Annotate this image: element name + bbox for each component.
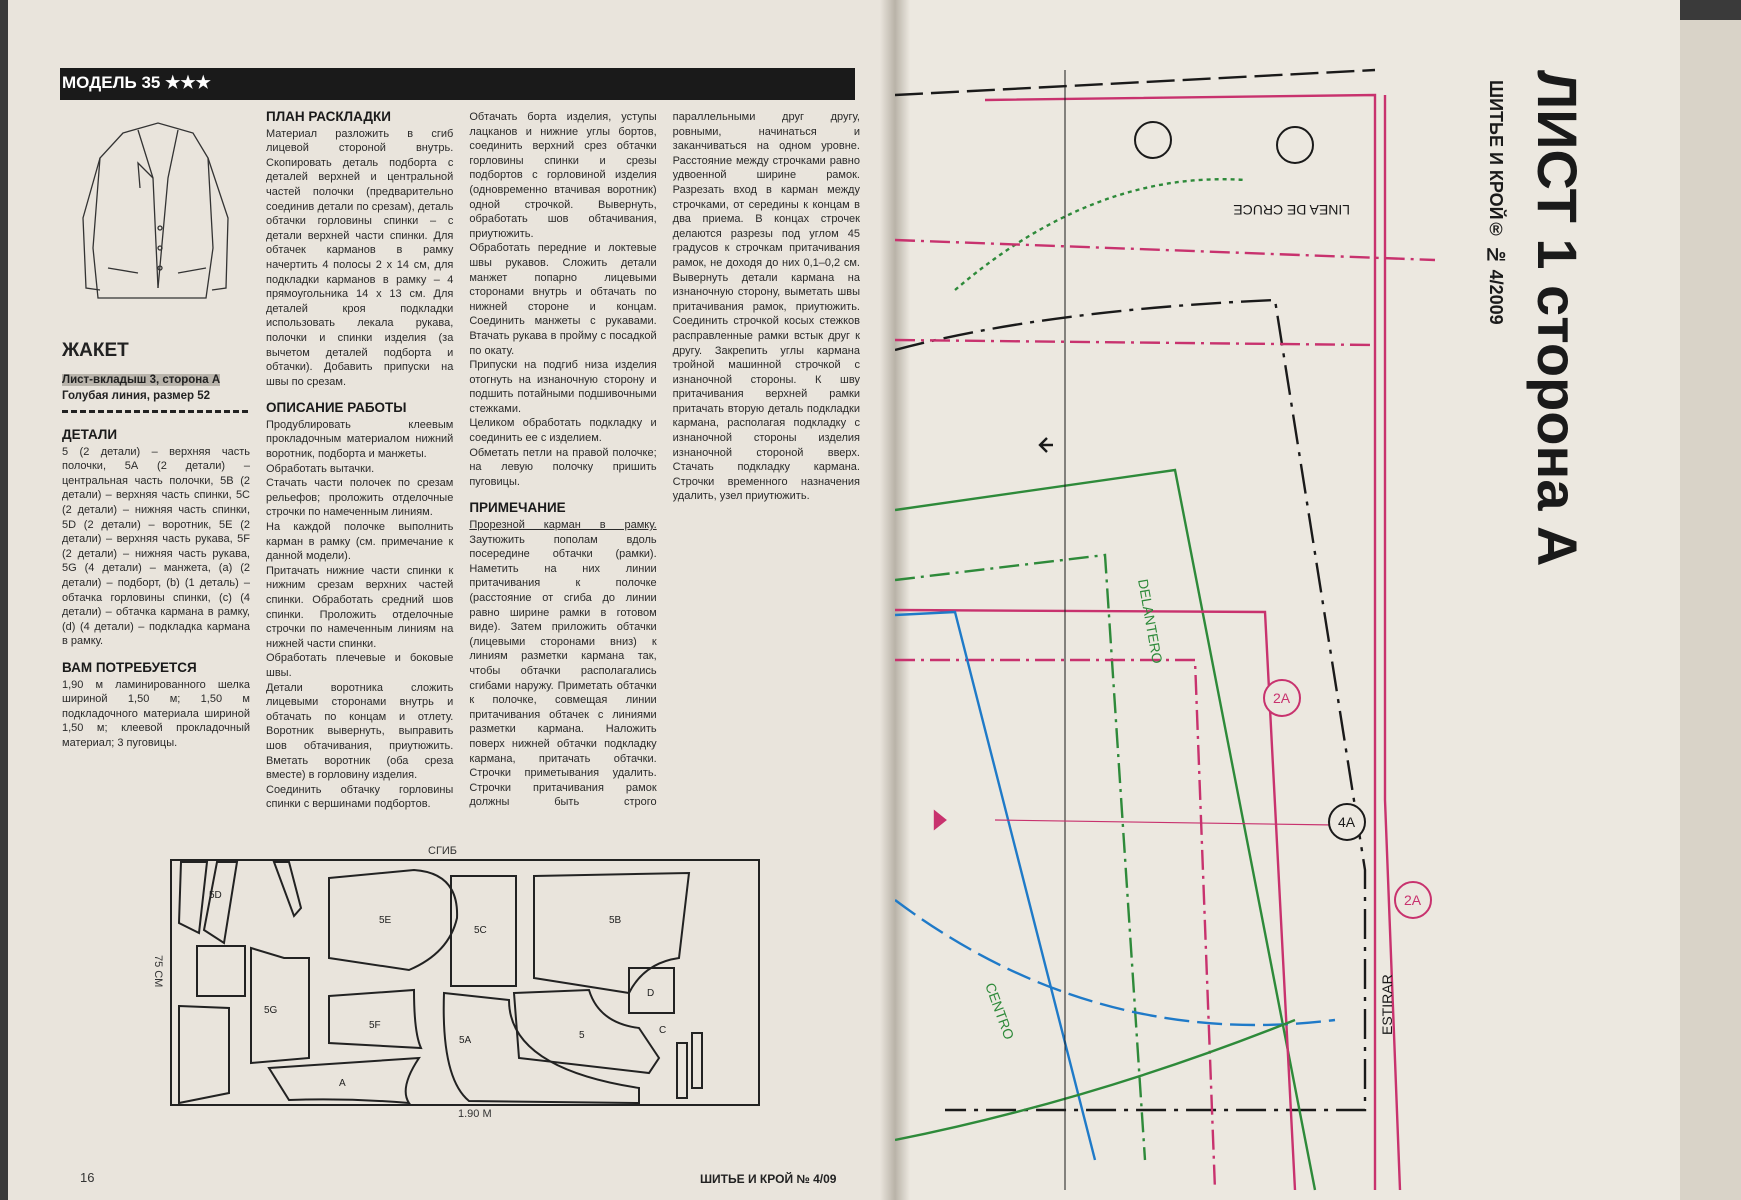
piece-label: D (647, 988, 654, 999)
piece-label: 5 (579, 1030, 585, 1041)
layout-width-label: 1.90 М (458, 1108, 492, 1120)
stretch-label: ESTIRAR (1379, 974, 1395, 1035)
gutter (880, 0, 910, 1200)
layout-fold-label: СГИБ (428, 845, 458, 857)
garment-sheet-info: Лист-вкладыш 3, сторона А Голубая линия,… (62, 372, 247, 404)
piece-label: 5C (474, 925, 487, 936)
work-step: На каждой полочке выполнить карман в рам… (266, 521, 454, 563)
work-step: Обработать передние и локтевые швы рукав… (469, 242, 657, 357)
plan-heading: ПЛАН РАСКЛАДКИ (266, 109, 391, 124)
sheet-reference: Лист-вкладыш 3, сторона А (62, 374, 221, 386)
text-columns: ПЛАН РАСКЛАДКИ Материал разложить в сгиб… (266, 109, 860, 820)
sheet-magazine: ШИТЬЕ И КРОЙ® № 4/2009 (1486, 80, 1506, 325)
left-page (8, 0, 895, 1200)
garment-title: ЖАКЕТ (62, 340, 129, 361)
center-label: CENTRO (982, 981, 1017, 1042)
page-edge (1680, 20, 1741, 1200)
line-size: Голубая линия, размер 52 (62, 390, 211, 402)
work-step: Обметать петли на правой полочке; на лев… (469, 446, 657, 488)
layout-height-label: 75 СМ (152, 955, 164, 988)
work-step: Целиком обработать подкладку и соединить… (469, 417, 657, 445)
piece-label: 5B (609, 915, 622, 926)
page-number: 16 (80, 1170, 95, 1185)
note-text: Заутюжить пополам вдоль посередине обтач… (469, 111, 860, 809)
cross-line-label: LINEA DE CRUCE (1233, 202, 1350, 218)
work-step: Притачать нижние части спинки к нижним с… (266, 564, 454, 650)
sheet-title: ЛИСТ 1 сторона А (1526, 70, 1589, 567)
jacket-illustration (82, 122, 229, 299)
piece-label: 5A (459, 1035, 472, 1046)
pattern-label-2a: 2A (1273, 690, 1291, 706)
piece-label: C (659, 1025, 666, 1036)
work-heading: ОПИСАНИЕ РАБОТЫ (266, 400, 407, 416)
work-step: Соединить обтачку горловины спинки с вер… (266, 783, 454, 811)
model-header: МОДЕЛЬ 35 ★★★ (60, 68, 855, 100)
pattern-sheet: 2A 4A 2A LINEA DE CRUCE DELANTERO CENTRO… (895, 68, 1436, 1191)
work-step: Обтачать борта изделия, уступы лацканов … (469, 111, 657, 240)
needs-heading: ВАМ ПОТРЕБУЕТСЯ (62, 659, 197, 675)
plan-text: Материал разложить в сгиб лицевой сторон… (266, 127, 454, 388)
pattern-label-2a-b: 2A (1404, 892, 1422, 908)
work-step: Обработать плечевые и боковые швы. (266, 652, 454, 679)
work-step: Припуски на подгиб низа изделия отогнуть… (469, 359, 657, 415)
footer-magazine: ШИТЬЕ И КРОЙ № 4/09 (700, 1172, 837, 1186)
column-1: ДЕТАЛИ 5 (2 детали) – верхняя часть поло… (62, 427, 250, 750)
note-heading: ПРИМЕЧАНИЕ (469, 500, 566, 516)
layout-diagram: 5D 5E 5G 5F A 5C 5B D 5A 5 C (170, 859, 760, 1106)
details-text: 5 (2 детали) – верхняя часть полочки, 5А… (62, 445, 250, 648)
work-step: Детали воротника сложить лицевыми сторон… (266, 681, 454, 782)
work-step: Стачать части полочек по срезам рельефов… (266, 477, 454, 519)
work-step: Обработать вытачки. (266, 462, 375, 475)
pattern-label-4a: 4A (1338, 814, 1356, 830)
right-page (895, 0, 1680, 1200)
needs-text: 1,90 м ламинированного шелка шириной 1,5… (62, 678, 250, 749)
note-lead: Прорезной карман в рамку. (469, 519, 657, 532)
work-step: Продублировать клеевым прокладочным мате… (266, 418, 454, 461)
front-label: DELANTERO (1135, 578, 1166, 665)
blue-line-sample (62, 410, 248, 413)
piece-label: 5F (369, 1020, 381, 1031)
piece-label: 5D (209, 890, 222, 901)
piece-label: A (339, 1078, 346, 1089)
piece-label: 5G (264, 1005, 278, 1016)
details-heading: ДЕТАЛИ (62, 427, 118, 442)
piece-label: 5E (379, 915, 392, 926)
